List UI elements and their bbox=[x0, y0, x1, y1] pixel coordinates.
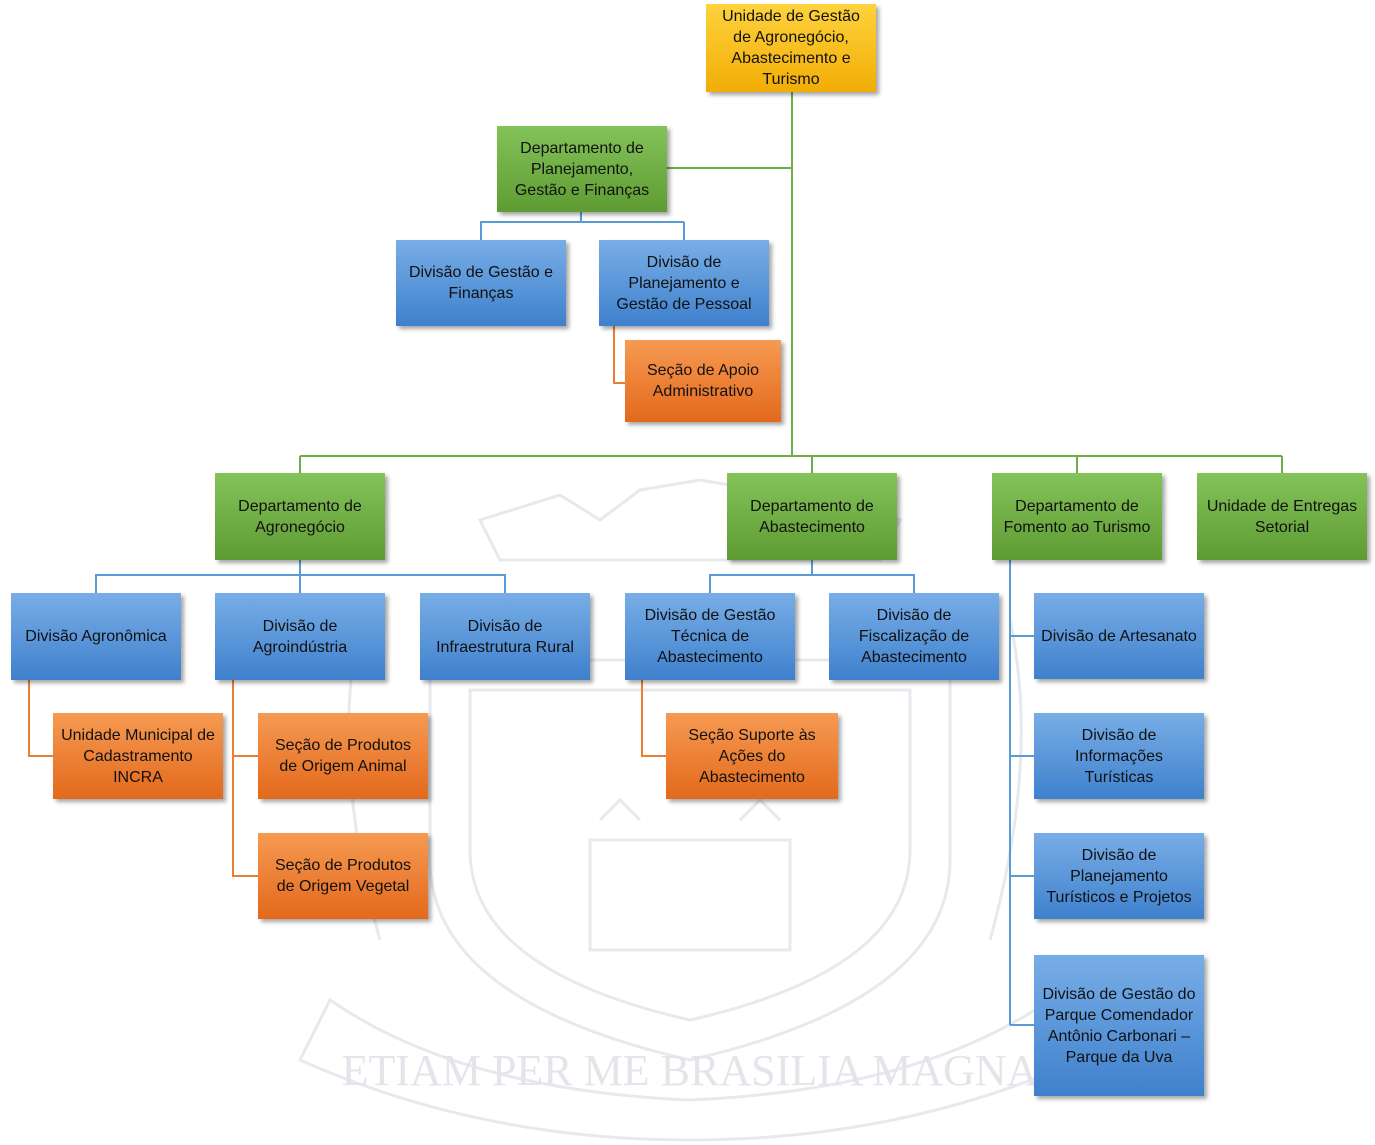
unidade-entregas-label: Unidade de Entregas Setorial bbox=[1206, 497, 1358, 536]
connector-agronegocio-divisions bbox=[95, 560, 506, 593]
div-infraestrutura-box[interactable]: Divisão de Infraestrutura Rural bbox=[420, 593, 590, 680]
div-agroindustria-box[interactable]: Divisão de Agroindústria bbox=[215, 593, 385, 680]
div-gestao-tecnica-label: Divisão de Gestão Técnica de Abastecimen… bbox=[644, 607, 776, 666]
connector-agroindustria-sections bbox=[232, 680, 258, 877]
orange-connectors bbox=[28, 326, 666, 877]
div-artesanato-label: Divisão de Artesanato bbox=[1041, 627, 1197, 645]
sec-suporte-abastecimento-label: Seção Suporte às Ações do Abastecimento bbox=[688, 726, 816, 786]
div-agronomica-label: Divisão Agronômica bbox=[25, 628, 167, 645]
unidade-incra-box[interactable]: Unidade Municipal de Cadastramento INCRA bbox=[53, 713, 223, 799]
unidade-entregas-box[interactable]: Unidade de Entregas Setorial bbox=[1197, 473, 1367, 560]
connector-turismo-divisions bbox=[1009, 560, 1034, 1026]
sec-origem-vegetal-box[interactable]: Seção de Produtos de Origem Vegetal bbox=[258, 833, 428, 919]
sec-origem-vegetal-label: Seção de Produtos de Origem Vegetal bbox=[274, 857, 412, 895]
sec-suporte-abastecimento-box[interactable]: Seção Suporte às Ações do Abastecimento bbox=[666, 713, 838, 799]
div-planejamento-pessoal-box[interactable]: Divisão de Planejamento e Gestão de Pess… bbox=[599, 240, 769, 326]
sec-origem-animal-box[interactable]: Seção de Produtos de Origem Animal bbox=[258, 713, 428, 799]
sec-origem-animal-label: Seção de Produtos de Origem Animal bbox=[274, 737, 412, 775]
connector-incra bbox=[28, 680, 53, 757]
div-fiscalizacao-label: Divisão de Fiscalização de Abastecimento bbox=[858, 607, 970, 666]
dept-abastecimento-box[interactable]: Departamento de Abastecimento bbox=[727, 473, 897, 560]
connector-abastecimento-divisions bbox=[709, 560, 915, 593]
connector-suporte-abastecimento bbox=[641, 680, 666, 757]
dept-abastecimento-label: Departamento de Abastecimento bbox=[750, 497, 874, 536]
div-agroindustria-label: Divisão de Agroindústria bbox=[252, 617, 348, 656]
div-planejamento-turistico-label: Divisão de Planejamento Turísticos e Pro… bbox=[1046, 846, 1192, 906]
connector-planejamento-divisions bbox=[480, 212, 685, 240]
unidade-incra-label: Unidade Municipal de Cadastramento INCRA bbox=[61, 726, 215, 786]
sec-apoio-administrativo-label: Seção de Apoio Administrativo bbox=[646, 362, 760, 400]
blue-connectors bbox=[95, 212, 1034, 1026]
connector-apoio-administrativo bbox=[613, 326, 625, 384]
div-infraestrutura-label: Divisão de Infraestrutura Rural bbox=[436, 617, 574, 656]
div-parque-uva-label: Divisão de Gestão do Parque Comendador A… bbox=[1042, 985, 1196, 1066]
watermark-motto: ETIAM PER ME BRASILIA MAGNA bbox=[342, 1046, 1039, 1095]
sec-apoio-administrativo-box[interactable]: Seção de Apoio Administrativo bbox=[625, 340, 781, 422]
root-unit-label: Unidade de Gestão de Agronegócio, Abaste… bbox=[722, 8, 860, 88]
dept-agronegocio-label: Departamento de Agronegócio bbox=[238, 497, 362, 536]
root-unit-box[interactable]: Unidade de Gestão de Agronegócio, Abaste… bbox=[706, 4, 876, 92]
dept-planejamento-label: Departamento de Planejamento, Gestão e F… bbox=[514, 139, 650, 199]
div-parque-uva-box[interactable]: Divisão de Gestão do Parque Comendador A… bbox=[1034, 955, 1204, 1096]
watermark-towers bbox=[598, 797, 782, 822]
watermark-shield-inner bbox=[468, 688, 912, 1022]
green-connectors bbox=[299, 92, 1283, 473]
div-agronomica-box[interactable]: Divisão Agronômica bbox=[11, 593, 181, 680]
div-planejamento-turistico-box[interactable]: Divisão de Planejamento Turísticos e Pro… bbox=[1034, 833, 1204, 919]
watermark-castle bbox=[588, 838, 792, 952]
dept-turismo-label: Departamento de Fomento ao Turismo bbox=[1003, 497, 1151, 536]
div-planejamento-pessoal-label: Divisão de Planejamento e Gestão de Pess… bbox=[616, 253, 752, 313]
watermark-shield bbox=[428, 658, 952, 1062]
dept-agronegocio-box[interactable]: Departamento de Agronegócio bbox=[215, 473, 385, 560]
div-informacoes-label: Divisão de Informações Turísticas bbox=[1074, 726, 1164, 786]
div-informacoes-box[interactable]: Divisão de Informações Turísticas bbox=[1034, 713, 1204, 799]
dept-turismo-box[interactable]: Departamento de Fomento ao Turismo bbox=[992, 473, 1162, 560]
div-fiscalizacao-box[interactable]: Divisão de Fiscalização de Abastecimento bbox=[829, 593, 999, 680]
div-artesanato-box[interactable]: Divisão de Artesanato bbox=[1034, 593, 1204, 679]
dept-planejamento-box[interactable]: Departamento de Planejamento, Gestão e F… bbox=[497, 126, 667, 212]
div-gestao-financas-label: Divisão de Gestão e Finanças bbox=[408, 264, 554, 302]
div-gestao-financas-box[interactable]: Divisão de Gestão e Finanças bbox=[396, 240, 566, 326]
div-gestao-tecnica-box[interactable]: Divisão de Gestão Técnica de Abastecimen… bbox=[625, 593, 795, 680]
